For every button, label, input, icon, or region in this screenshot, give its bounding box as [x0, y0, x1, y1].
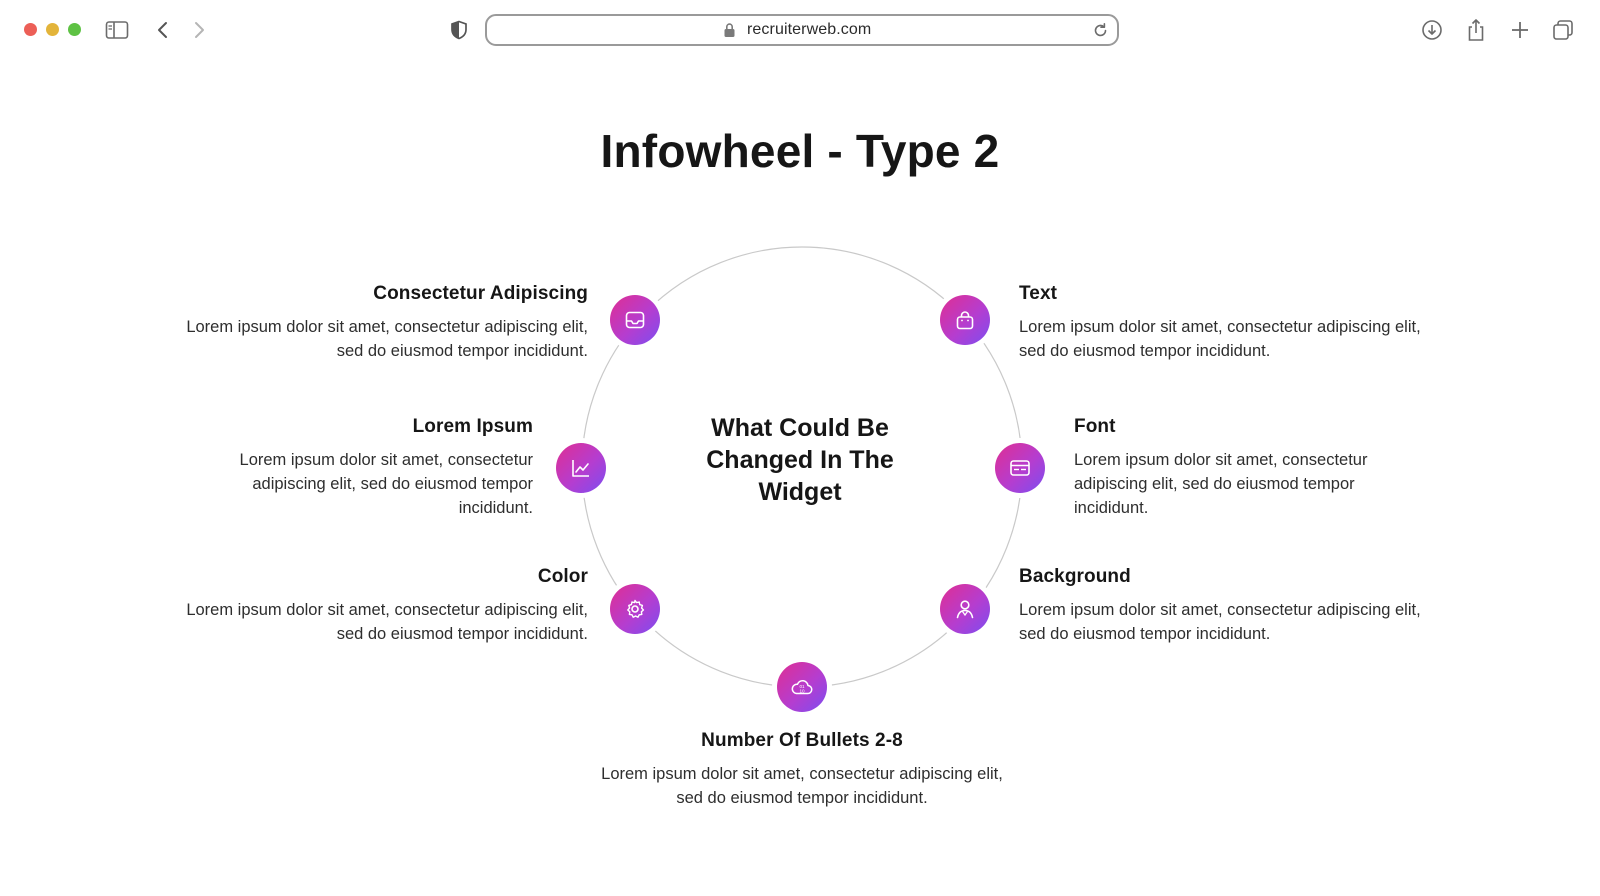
item-number-of-bullets: Number Of Bullets 2-8 Lorem ipsum dolor … [597, 730, 1007, 810]
shield-icon[interactable] [446, 17, 472, 43]
inbox-icon [624, 309, 646, 331]
shopping-bag-icon [954, 309, 976, 331]
gear-icon [624, 598, 646, 620]
item-title: Text [1019, 283, 1058, 304]
item-consectetur-adipiscing: Consectetur Adipiscing Lorem ipsum dolor… [178, 283, 588, 363]
bullet-font [995, 443, 1045, 493]
item-title: Background [1019, 566, 1131, 587]
item-title: Number Of Bullets 2-8 [701, 730, 903, 751]
browser-toolbar: recruiterweb.com [0, 0, 1600, 58]
item-color: Color Lorem ipsum dolor sit amet, consec… [178, 566, 588, 646]
page-title: Infowheel - Type 2 [600, 125, 1000, 177]
item-description: Lorem ipsum dolor sit amet, consectetur … [239, 451, 533, 517]
minimize-window-button[interactable] [46, 23, 59, 36]
item-title: Consectetur Adipiscing [373, 283, 588, 304]
item-title: Font [1074, 416, 1116, 437]
item-title: Lorem Ipsum [412, 416, 533, 437]
lock-icon [723, 22, 736, 43]
item-font: Font Lorem ipsum dolor sit amet, consect… [1074, 416, 1405, 520]
url-text: recruiterweb.com [747, 21, 872, 38]
item-description: Lorem ipsum dolor sit amet, consectetur … [601, 765, 1003, 807]
tabs-overview-icon[interactable] [1550, 17, 1576, 43]
close-window-button[interactable] [24, 23, 37, 36]
item-background: Background Lorem ipsum dolor sit amet, c… [1019, 566, 1429, 646]
share-icon[interactable] [1463, 17, 1489, 43]
zoom-window-button[interactable] [68, 23, 81, 36]
item-description: Lorem ipsum dolor sit amet, consectetur … [1019, 601, 1421, 643]
user-icon [954, 598, 976, 620]
item-description: Lorem ipsum dolor sit amet, consectetur … [186, 601, 588, 643]
item-description: Lorem ipsum dolor sit amet, consectetur … [1019, 318, 1421, 360]
line-chart-icon [570, 457, 592, 479]
browser-window-icon [1009, 457, 1031, 479]
back-icon[interactable] [150, 17, 176, 43]
svg-text:01: 01 [799, 684, 805, 689]
item-text: Text Lorem ipsum dolor sit amet, consect… [1019, 283, 1429, 363]
new-tab-icon[interactable] [1507, 17, 1533, 43]
address-bar[interactable]: recruiterweb.com [485, 14, 1119, 46]
bullet-consectetur-adipiscing [610, 295, 660, 345]
bullet-lorem-ipsum [556, 443, 606, 493]
item-description: Lorem ipsum dolor sit amet, consectetur … [1074, 451, 1368, 517]
reload-icon[interactable] [1092, 22, 1109, 44]
bullet-color [610, 584, 660, 634]
center-line-3: Widget [758, 478, 842, 506]
download-icon[interactable] [1419, 17, 1445, 43]
forward-icon[interactable] [186, 17, 212, 43]
sidebar-icon[interactable] [104, 17, 130, 43]
center-line-1: What Could Be [711, 414, 889, 442]
item-title: Color [537, 566, 588, 587]
svg-text:10: 10 [799, 688, 805, 693]
center-line-2: Changed In The [706, 446, 894, 474]
bullet-background [940, 584, 990, 634]
wheel-center-text: What Could Be Changed In The Widget [680, 412, 920, 508]
bullet-text [940, 295, 990, 345]
item-lorem-ipsum: Lorem Ipsum Lorem ipsum dolor sit amet, … [202, 416, 533, 520]
item-description: Lorem ipsum dolor sit amet, consectetur … [186, 318, 588, 360]
